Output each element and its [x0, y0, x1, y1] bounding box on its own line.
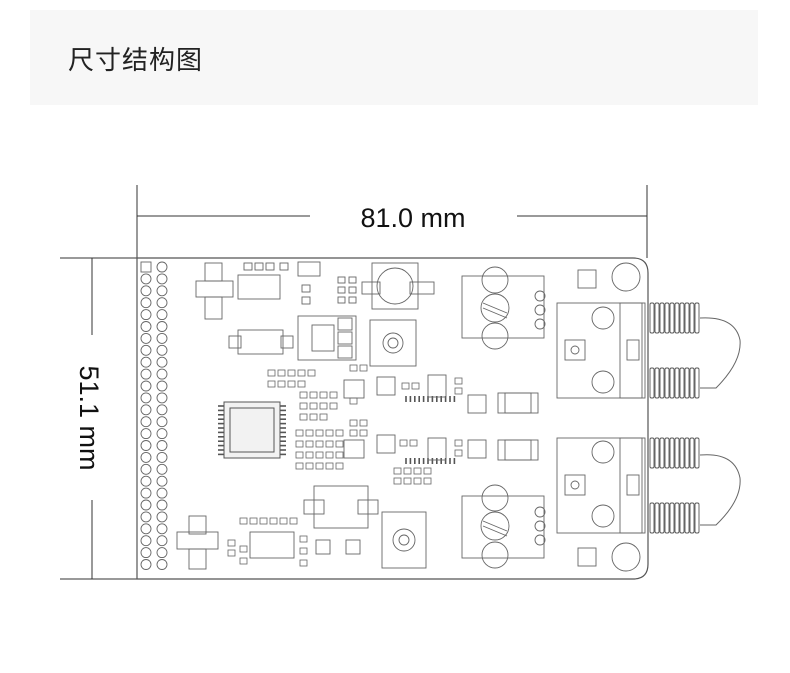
rf-connector-top: [556, 302, 646, 399]
pin: [140, 475, 152, 487]
width-dimension: [136, 185, 648, 258]
height-dimension-label: 51.1 mm: [74, 365, 104, 470]
pin: [140, 356, 152, 368]
rf-cables: [699, 317, 741, 526]
component-transistors: [343, 374, 539, 461]
pin-header: [140, 261, 168, 570]
pcb-outline: [136, 257, 649, 580]
pin: [156, 463, 168, 475]
pin: [140, 404, 152, 416]
pin: [140, 463, 152, 475]
mounting-features: [577, 262, 641, 572]
pin: [140, 487, 152, 499]
pin: [140, 344, 152, 356]
pin: [156, 487, 168, 499]
pin: [156, 416, 168, 428]
pin: [156, 559, 168, 570]
pin: [140, 392, 152, 404]
component-mcu: [223, 401, 281, 459]
pin: [156, 273, 168, 285]
pin: [156, 511, 168, 523]
pin: [140, 547, 152, 559]
pin: [156, 261, 168, 273]
component-crystal-bottom: [176, 485, 427, 570]
component-trimpot-a: [361, 262, 435, 310]
pin: [140, 297, 152, 309]
component-trim-resistor-top: [461, 266, 546, 350]
pin: [156, 404, 168, 416]
pin: [140, 332, 152, 344]
pin: [140, 451, 152, 463]
pin: [140, 440, 152, 451]
pin: [140, 523, 152, 535]
pin-1: [140, 261, 152, 273]
header-bar: 尺寸结构图: [30, 10, 758, 105]
pin: [156, 547, 168, 559]
pin: [140, 273, 152, 285]
component-trim-resistor-bottom: [461, 484, 546, 569]
page-title: 尺寸结构图: [68, 46, 204, 76]
rf-connector-bottom: [556, 437, 646, 534]
pin: [156, 380, 168, 392]
pin: [156, 523, 168, 535]
pin: [140, 285, 152, 297]
sma-threads: [649, 302, 700, 534]
pin: [156, 309, 168, 321]
pin: [140, 416, 152, 428]
pin: [156, 368, 168, 380]
pin: [156, 440, 168, 451]
pin: [140, 321, 152, 332]
component-regulator: [228, 315, 357, 361]
pin: [140, 368, 152, 380]
pin: [140, 309, 152, 321]
pin: [156, 392, 168, 404]
component-crystal-top: [195, 261, 357, 320]
pin: [156, 451, 168, 463]
pin: [156, 356, 168, 368]
pin: [156, 535, 168, 547]
width-dimension-label: 81.0 mm: [360, 203, 465, 233]
pin: [156, 475, 168, 487]
pin: [140, 559, 152, 570]
height-dimension: [60, 257, 137, 580]
pin: [140, 428, 152, 440]
passive-components: [227, 364, 463, 567]
mcu-pins: [218, 396, 456, 464]
pin: [140, 535, 152, 547]
pin: [140, 511, 152, 523]
pin: [140, 380, 152, 392]
pin: [156, 321, 168, 332]
component-trimpot-b: [369, 319, 417, 367]
pin: [156, 499, 168, 511]
pin: [156, 428, 168, 440]
pin: [156, 344, 168, 356]
pin: [156, 285, 168, 297]
pin: [140, 499, 152, 511]
pin: [156, 332, 168, 344]
pin: [156, 297, 168, 309]
